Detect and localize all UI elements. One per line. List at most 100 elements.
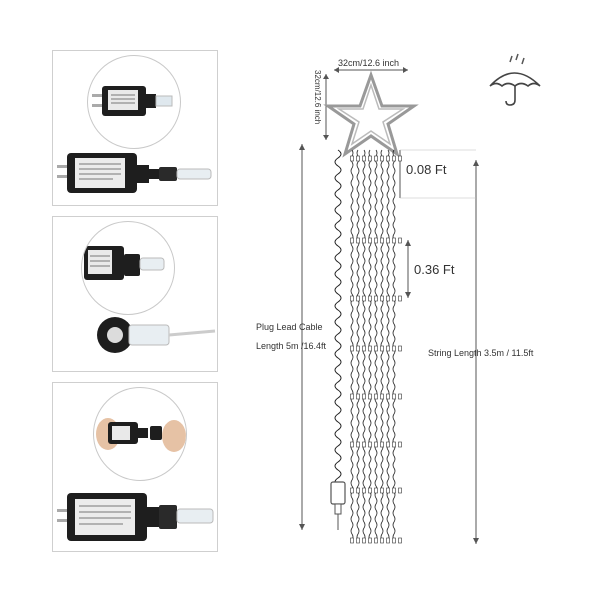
light-string xyxy=(374,149,378,541)
led-bulb xyxy=(356,487,360,494)
led-bulb xyxy=(380,487,384,494)
led-bulb xyxy=(392,237,396,244)
led-bulb xyxy=(392,393,396,400)
led-bulb xyxy=(380,537,384,544)
led-bulb xyxy=(362,537,366,544)
led-bulb xyxy=(398,295,402,302)
led-bulb xyxy=(374,155,378,162)
light-string xyxy=(362,149,366,541)
led-bulb xyxy=(386,155,390,162)
led-bulb xyxy=(368,345,372,352)
spacing-large-label: 0.36 Ft xyxy=(414,262,455,277)
light-string xyxy=(392,149,396,541)
diagram-drawing xyxy=(299,67,479,544)
led-bulb xyxy=(398,393,402,400)
led-bulb xyxy=(392,537,396,544)
led-bulb xyxy=(374,345,378,352)
adapter-closeup-image xyxy=(92,86,173,116)
led-bulb xyxy=(398,345,402,352)
light-string xyxy=(356,149,360,541)
led-bulb xyxy=(362,237,366,244)
plug-lead-label-line2: Length 5m /16.4ft xyxy=(256,341,327,351)
led-bulb xyxy=(398,441,402,448)
led-bulb xyxy=(368,295,372,302)
led-bulb xyxy=(398,537,402,544)
led-bulb xyxy=(386,295,390,302)
led-bulb xyxy=(362,487,366,494)
led-bulb xyxy=(386,537,390,544)
led-bulb xyxy=(350,487,354,494)
led-bulb-row xyxy=(350,345,402,352)
light-string xyxy=(386,149,390,541)
led-bulb xyxy=(380,345,384,352)
led-bulb xyxy=(362,441,366,448)
led-bulb xyxy=(374,393,378,400)
led-bulb xyxy=(380,393,384,400)
led-bulb xyxy=(350,537,354,544)
led-bulb xyxy=(374,537,378,544)
led-bulb xyxy=(392,487,396,494)
led-bulb-row xyxy=(350,295,402,302)
led-bulb-row xyxy=(350,537,402,544)
led-bulb xyxy=(350,441,354,448)
star-height-label: 32cm/12.6 inch xyxy=(313,70,322,125)
led-bulb xyxy=(386,441,390,448)
led-bulb xyxy=(356,345,360,352)
led-bulb xyxy=(374,237,378,244)
lead-plug xyxy=(330,481,346,505)
led-bulb-row xyxy=(350,441,402,448)
led-bulb xyxy=(356,295,360,302)
led-bulb xyxy=(392,295,396,302)
led-bulb-row xyxy=(350,487,402,494)
led-bulb xyxy=(362,393,366,400)
spacing-small-label: 0.08 Ft xyxy=(406,162,447,177)
led-bulb xyxy=(362,345,366,352)
led-bulb xyxy=(398,155,402,162)
connector-closeup-circle xyxy=(81,221,175,315)
plug-lead-label-line1: Plug Lead Cable xyxy=(256,322,323,332)
adapter-bottom-image xyxy=(57,493,214,541)
led-bulb xyxy=(368,487,372,494)
led-bulb xyxy=(374,441,378,448)
led-bulb xyxy=(350,345,354,352)
led-bulb xyxy=(398,237,402,244)
light-string xyxy=(350,149,354,541)
led-bulb xyxy=(362,295,366,302)
led-bulb xyxy=(392,441,396,448)
adapter-full-image xyxy=(57,153,212,193)
led-bulb xyxy=(350,295,354,302)
led-bulb xyxy=(368,537,372,544)
led-bulb xyxy=(386,393,390,400)
adapter-photo-panel-3 xyxy=(52,382,218,552)
led-bulb xyxy=(368,393,372,400)
led-bulb xyxy=(374,295,378,302)
light-string xyxy=(368,149,372,541)
adapter-closeup-circle xyxy=(87,55,181,149)
led-bulb xyxy=(356,537,360,544)
connector-detail-image xyxy=(97,317,216,353)
led-bulb xyxy=(362,155,366,162)
hand-connector-circle xyxy=(93,387,187,481)
adapter-photo-panel-1 xyxy=(52,50,218,206)
led-bulb xyxy=(356,155,360,162)
led-bulb xyxy=(386,237,390,244)
led-bulb xyxy=(374,487,378,494)
led-bulb xyxy=(356,441,360,448)
umbrella-rain-icon xyxy=(489,53,541,106)
led-bulb xyxy=(380,155,384,162)
star-width-label: 32cm/12.6 inch xyxy=(338,58,400,68)
led-bulb xyxy=(386,487,390,494)
led-bulb xyxy=(380,237,384,244)
led-bulb xyxy=(392,155,396,162)
led-bulb xyxy=(380,295,384,302)
string-length-label: String Length 3.5m / 11.5ft xyxy=(428,348,534,358)
led-bulb xyxy=(356,393,360,400)
led-bulb xyxy=(368,441,372,448)
led-bulb xyxy=(398,487,402,494)
led-bulb xyxy=(368,155,372,162)
led-bulb-row xyxy=(350,155,402,162)
light-string xyxy=(380,149,384,541)
led-bulb xyxy=(368,237,372,244)
led-bulb xyxy=(386,345,390,352)
star-topper xyxy=(323,70,419,158)
